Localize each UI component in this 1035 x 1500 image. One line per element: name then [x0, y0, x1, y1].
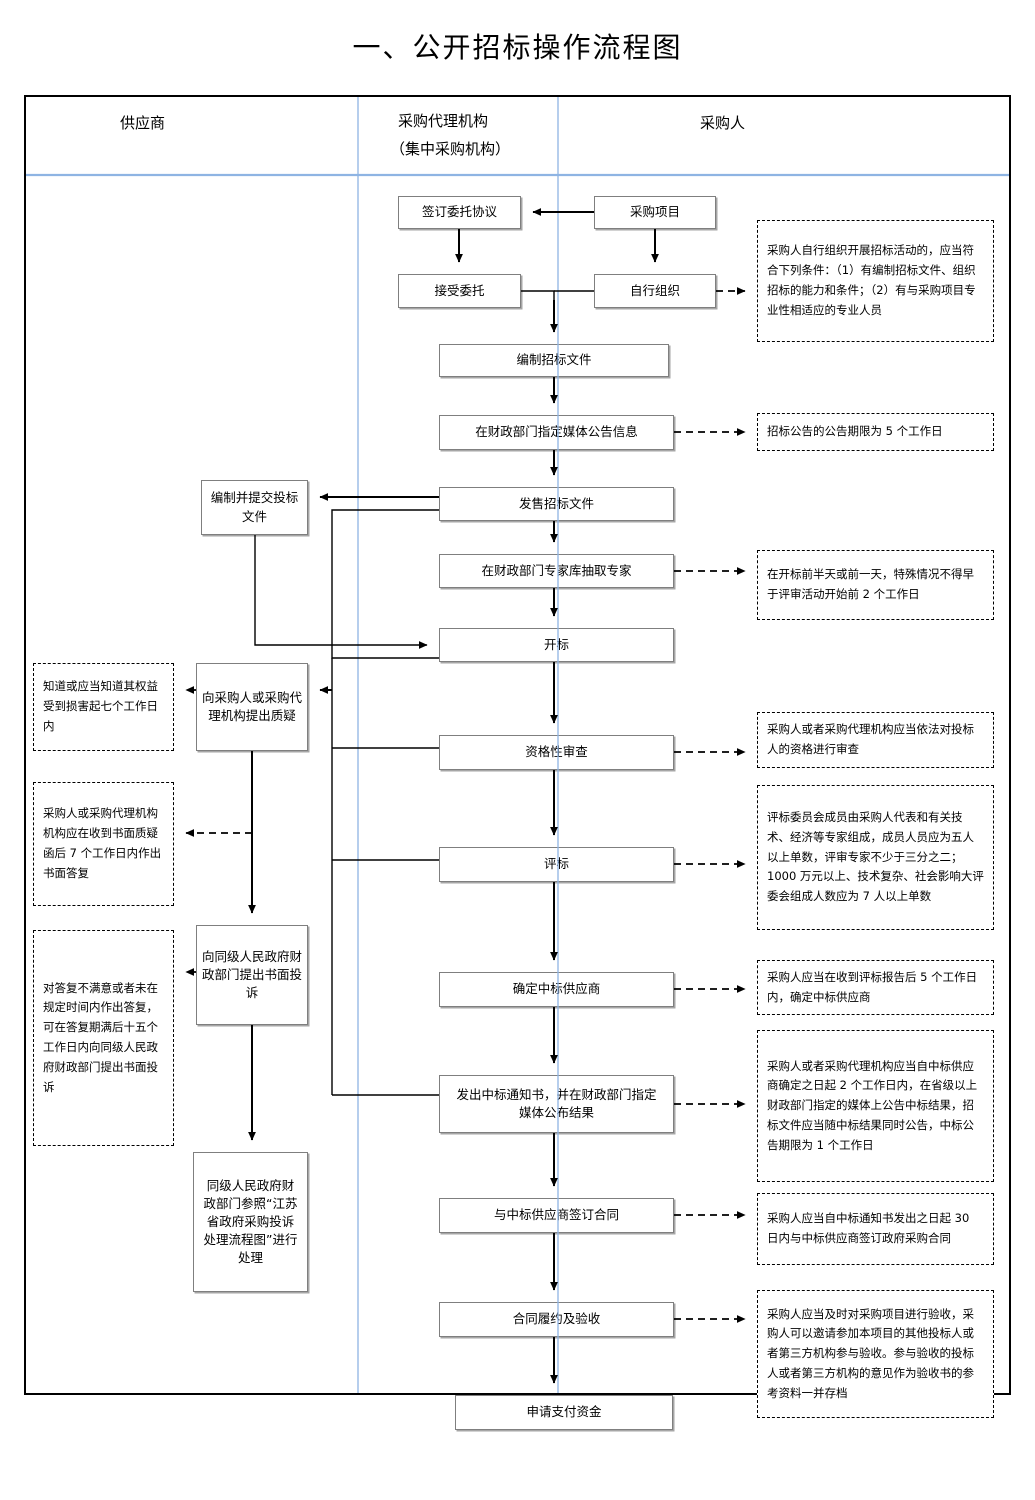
- node-draw-experts[interactable]: 在财政部门专家库抽取专家: [439, 554, 674, 588]
- node-sell-docs[interactable]: 发售招标文件: [439, 487, 674, 521]
- node-sign-entrust[interactable]: 签订委托协议: [398, 196, 521, 229]
- note-text: 采购人应当在收到评标报告后 5 个工作日内，确定中标供应商: [767, 969, 978, 1004]
- note-notice-period: 招标公告的公告期限为 5 个工作日: [757, 413, 994, 451]
- note-query-deadline: 知道或应当知道其权益受到损害起七个工作日内: [33, 663, 174, 751]
- note-complaint-deadline: 对答复不满意或者未在规定时间内作出答复，可在答复期满后十五个工作日内向同级人民政…: [33, 930, 174, 1146]
- note-text: 采购人应当自中标通知书发出之日起 30 日内与中标供应商签订政府采购合同: [767, 1211, 970, 1245]
- note-text: 在开标前半天或前一天，特殊情况不得早于评审活动开始前 2 个工作日: [767, 567, 974, 601]
- note-self-organize-conditions: 采购人自行组织开展招标活动的，应当符合下列条件：（1）有编制招标文件、组织招标的…: [757, 220, 994, 342]
- note-text: 采购人或者采购代理机构应当依法对投标人的资格进行审查: [767, 722, 974, 756]
- node-procure-project[interactable]: 采购项目: [594, 196, 716, 229]
- note-text: 采购人或采购代理机构机构应在收到书面质疑函后 7 个工作日内作出书面答复: [43, 806, 162, 880]
- lane-label-agency-line2: （集中采购机构）: [390, 140, 511, 158]
- node-contract-perform-accept[interactable]: 合同履约及验收: [439, 1302, 674, 1337]
- lane-label-purchaser: 采购人: [700, 114, 746, 132]
- page-title: 一、公开招标操作流程图: [352, 31, 683, 64]
- note-text: 评标委员会成员由采购人代表和有关技术、经济等专家组成，成员人员应为五人以上单数，…: [767, 810, 984, 904]
- diagram-frame: [24, 95, 1011, 1395]
- note-determine-winner: 采购人应当在收到评标报告后 5 个工作日内，确定中标供应商: [757, 960, 994, 1015]
- note-qualification: 采购人或者采购代理机构应当依法对投标人的资格进行审查: [757, 712, 994, 768]
- note-text: 采购人自行组织开展招标活动的，应当符合下列条件：（1）有编制招标文件、组织招标的…: [767, 243, 976, 317]
- node-bid-evaluation[interactable]: 评标: [439, 847, 674, 882]
- note-text: 招标公告的公告期限为 5 个工作日: [767, 424, 943, 439]
- node-self-organize[interactable]: 自行组织: [594, 274, 716, 308]
- note-query-reply: 采购人或采购代理机构机构应在收到书面质疑函后 7 个工作日内作出书面答复: [33, 782, 174, 906]
- node-file-complaint[interactable]: 向同级人民政府财政部门提出书面投诉: [196, 925, 308, 1025]
- lane-label-agency-line1: 采购代理机构: [398, 112, 489, 130]
- note-text: 对答复不满意或者未在规定时间内作出答复，可在答复期满后十五个工作日内向同级人民政…: [43, 980, 158, 1094]
- node-complaint-handling[interactable]: 同级人民政府财政部门参照“江苏省政府采购投诉处理流程图”进行处理: [193, 1152, 308, 1292]
- node-bid-opening[interactable]: 开标: [439, 628, 674, 662]
- node-issue-notice-publish[interactable]: 发出中标通知书，并在财政部门指定媒体公布结果: [439, 1075, 674, 1133]
- lane-label-supplier: 供应商: [120, 114, 166, 132]
- note-publish-result: 采购人或者采购代理机构应当自中标供应商确定之日起 2 个工作日内，在省级以上财政…: [757, 1030, 994, 1182]
- node-accept-entrust[interactable]: 接受委托: [398, 274, 521, 308]
- node-publish-notice[interactable]: 在财政部门指定媒体公告信息: [439, 415, 674, 450]
- node-raise-query[interactable]: 向采购人或采购代理机构提出质疑: [196, 663, 308, 751]
- note-text: 采购人应当及时对采购项目进行验收，采购人可以邀请参加本项目的其他投标人或者第三方…: [767, 1306, 974, 1400]
- node-qualification-review[interactable]: 资格性审查: [439, 735, 674, 770]
- node-prepare-submit-bid[interactable]: 编制并提交投标文件: [201, 480, 308, 535]
- note-acceptance: 采购人应当及时对采购项目进行验收，采购人可以邀请参加本项目的其他投标人或者第三方…: [757, 1290, 994, 1418]
- node-determine-winner[interactable]: 确定中标供应商: [439, 972, 674, 1007]
- node-apply-payment[interactable]: 申请支付资金: [455, 1395, 673, 1430]
- note-contract: 采购人应当自中标通知书发出之日起 30 日内与中标供应商签订政府采购合同: [757, 1193, 994, 1265]
- node-sign-contract[interactable]: 与中标供应商签订合同: [439, 1198, 674, 1233]
- note-text: 采购人或者采购代理机构应当自中标供应商确定之日起 2 个工作日内，在省级以上财政…: [767, 1058, 978, 1152]
- note-evaluation-committee: 评标委员会成员由采购人代表和有关技术、经济等专家组成，成员人员应为五人以上单数，…: [757, 785, 994, 930]
- note-text: 知道或应当知道其权益受到损害起七个工作日内: [43, 679, 158, 733]
- note-expert-draw-timing: 在开标前半天或前一天，特殊情况不得早于评审活动开始前 2 个工作日: [757, 550, 994, 620]
- node-prepare-docs[interactable]: 编制招标文件: [439, 344, 669, 377]
